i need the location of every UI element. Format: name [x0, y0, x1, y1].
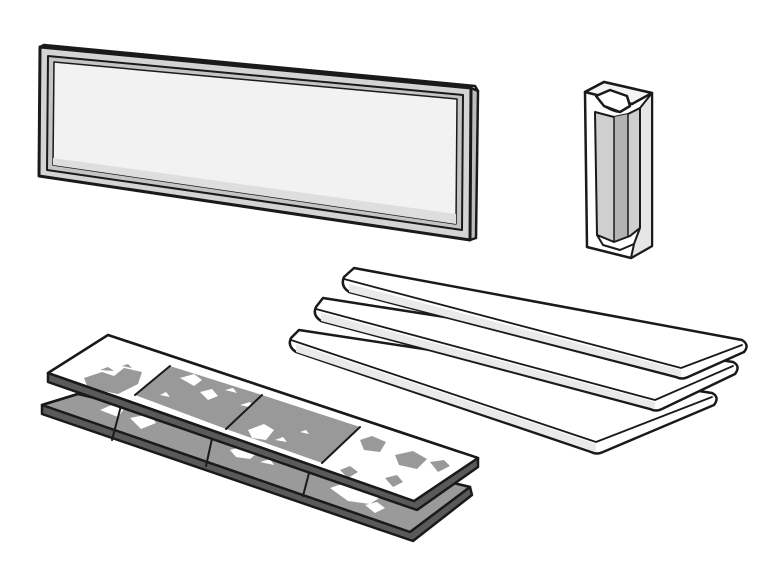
marble-tile-strips-icon: [40, 333, 480, 543]
marble-strip-1: [46, 333, 480, 512]
framed-panel-icon: [37, 43, 480, 242]
marble-strip-2: [40, 392, 474, 543]
plank-2: [313, 296, 739, 412]
corner-trim-icon: [583, 80, 654, 260]
plank-3: [288, 328, 718, 455]
stacked-planks-icon: [288, 266, 748, 455]
plank-1: [341, 266, 748, 380]
